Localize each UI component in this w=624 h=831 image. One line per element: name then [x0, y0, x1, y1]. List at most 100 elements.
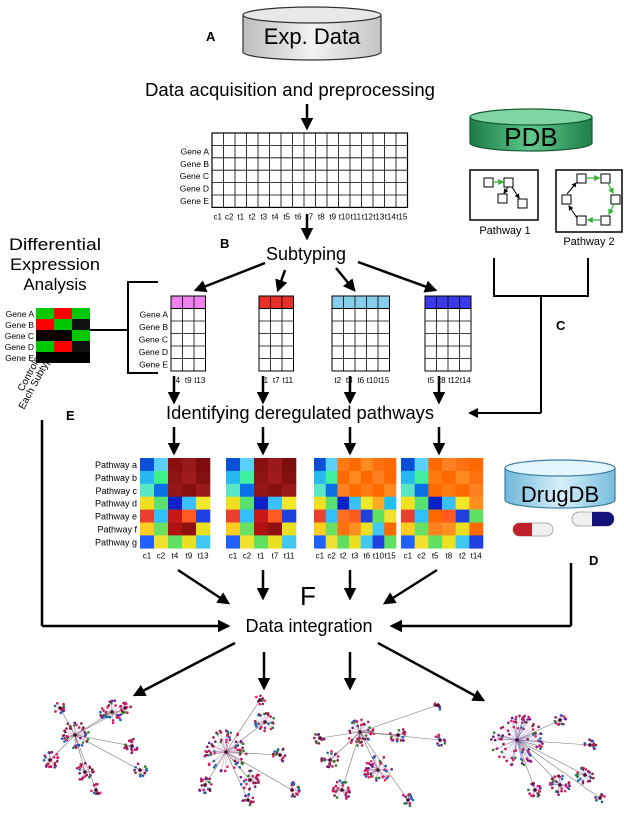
heatmap-cell	[168, 458, 183, 472]
network-node	[372, 732, 376, 736]
network-node	[366, 771, 370, 775]
network-node	[239, 783, 243, 786]
network-node	[54, 710, 57, 713]
network-node	[402, 739, 405, 742]
network-node	[531, 794, 535, 797]
network-node	[528, 754, 532, 757]
heatmap-cell	[154, 458, 169, 472]
sample-label: t4	[172, 551, 179, 560]
network-node	[335, 796, 339, 799]
gene-label: Gene E	[5, 353, 34, 363]
heatmap-cell	[72, 330, 90, 341]
heatmap-cell	[337, 535, 350, 549]
network-node	[369, 730, 373, 734]
heatmap-cell	[360, 470, 373, 485]
heatmap-cell	[240, 496, 255, 510]
sample-label: t3	[352, 551, 359, 560]
heatmap-cell	[72, 319, 90, 330]
pdb-connector	[468, 258, 589, 418]
network-node	[236, 733, 239, 737]
network-node	[536, 784, 540, 788]
heatmap-cell	[349, 496, 362, 510]
network-node	[259, 725, 263, 729]
sample-label: t8	[445, 551, 452, 560]
heatmap-cell	[442, 458, 456, 472]
step-deregulated: Identifying deregulated pathways	[166, 403, 434, 423]
network-node	[382, 756, 386, 759]
network-node	[369, 759, 373, 763]
heatmap-cell	[154, 522, 169, 536]
network-node	[352, 721, 355, 724]
heatmap-cell	[168, 496, 183, 510]
network-node	[271, 752, 275, 756]
network-node	[124, 744, 128, 748]
heatmap-cell	[455, 458, 470, 472]
heatmap-cell	[384, 509, 397, 523]
sample-label: t12	[448, 376, 460, 385]
svg-text:Analysis: Analysis	[23, 275, 86, 294]
network-node	[130, 751, 134, 755]
network-node	[522, 718, 526, 722]
network-node	[408, 802, 411, 805]
network-node	[248, 769, 251, 773]
network-node	[87, 731, 90, 734]
network-node	[368, 726, 371, 729]
network-node	[135, 748, 138, 752]
network-node	[528, 717, 532, 721]
network-node	[123, 710, 127, 714]
network-node	[80, 763, 83, 766]
heatmap-cell	[154, 483, 169, 497]
pathway-1-label: Pathway 1	[479, 225, 530, 237]
network-node	[233, 766, 236, 769]
network-node	[242, 780, 246, 783]
network-node	[114, 704, 117, 707]
heatmap-cell	[72, 341, 90, 352]
heatmap-cell	[428, 522, 443, 536]
network-node	[580, 767, 583, 770]
network-node	[247, 774, 250, 778]
network-node	[74, 746, 78, 749]
gene-label: Gene B	[180, 159, 209, 169]
network-node	[389, 732, 392, 735]
network-node	[143, 765, 147, 768]
heatmap-cell	[325, 522, 338, 536]
heatmap-cell	[384, 470, 397, 485]
network-node	[295, 792, 298, 795]
sample-label: c1	[229, 551, 238, 560]
network-node	[66, 722, 70, 725]
network-node	[68, 726, 72, 730]
heatmap-cell	[282, 522, 297, 536]
label-a: A	[206, 29, 216, 44]
network-node	[550, 782, 554, 786]
network-node	[212, 759, 216, 763]
network-node	[350, 738, 354, 742]
network-node	[335, 780, 339, 784]
sample-label: c1	[316, 551, 325, 560]
heatmap-cell	[282, 470, 297, 485]
network-node	[212, 765, 216, 769]
network-node	[556, 790, 560, 794]
heatmap-cell	[154, 535, 169, 549]
network-node	[538, 737, 542, 740]
sample-label: t11	[284, 551, 295, 560]
subtyping-arrows	[193, 260, 438, 293]
network-node	[239, 740, 243, 743]
network-node	[396, 738, 399, 741]
sample-label: t1	[258, 551, 265, 560]
heatmap-cell	[337, 522, 350, 536]
heatmap-cell	[325, 483, 338, 497]
network-node	[204, 777, 207, 781]
network-node	[108, 715, 112, 719]
network-graph	[490, 714, 606, 804]
network-node	[355, 720, 358, 724]
heatmap-cell	[54, 308, 72, 319]
network-node	[553, 775, 557, 778]
network-node	[347, 795, 350, 798]
network-node	[282, 756, 285, 759]
network-node	[363, 723, 366, 726]
pathway-label: Pathway a	[95, 460, 137, 470]
sample-label: t8	[439, 376, 446, 385]
network-node	[333, 753, 337, 756]
sample-label: t4	[272, 212, 279, 221]
